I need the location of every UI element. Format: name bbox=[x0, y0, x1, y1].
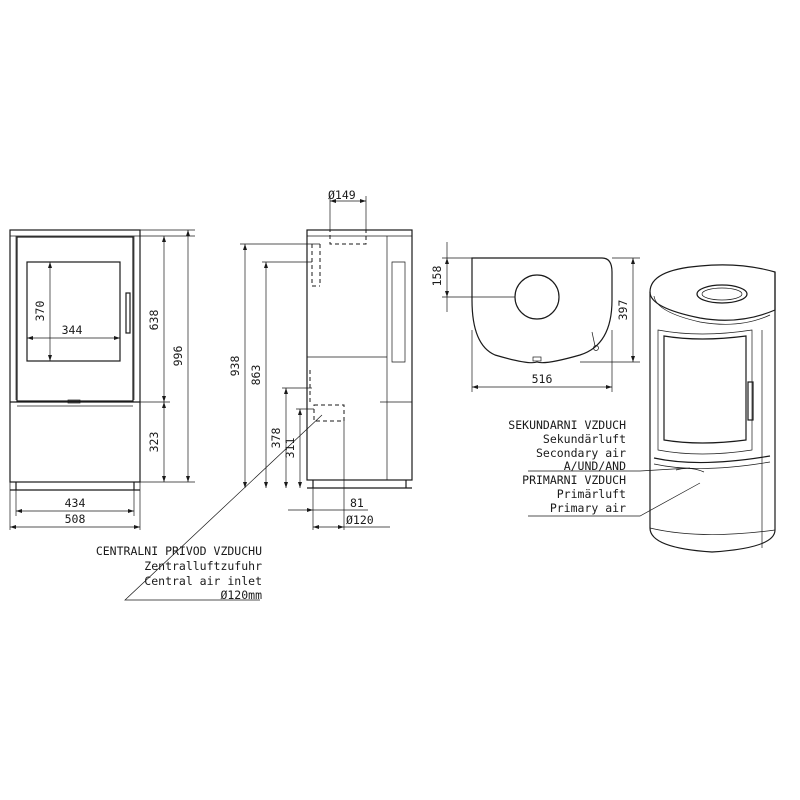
dim-glass-height: 370 bbox=[33, 301, 47, 322]
air-labels: SEKUNDARNI VZDUCH Sekundärluft Secondary… bbox=[508, 418, 626, 515]
dim-height-311: 311 bbox=[283, 438, 297, 459]
top-view: 158 397 516 bbox=[430, 242, 640, 392]
dim-height-938: 938 bbox=[228, 356, 242, 377]
air-label-line4: A/UND/AND bbox=[564, 459, 626, 473]
central-air-line3: Central air inlet bbox=[144, 574, 262, 588]
flue-outlet bbox=[329, 229, 367, 245]
air-inlet-outline bbox=[313, 404, 345, 422]
front-view: 344 370 638 323 996 434 508 bbox=[9, 229, 195, 530]
air-label-line1: SEKUNDARNI VZDUCH bbox=[508, 418, 626, 432]
dim-glass-width: 344 bbox=[62, 323, 83, 337]
air-label-line5: PRIMARNI VZDUCH bbox=[522, 473, 626, 487]
side-view: Ø149 938 863 378 311 81 bbox=[124, 188, 413, 601]
top-outline bbox=[471, 257, 613, 364]
front-door bbox=[16, 236, 134, 402]
central-air-line2: Zentralluftzufuhr bbox=[144, 559, 262, 573]
dim-inlet-diameter: Ø120 bbox=[346, 513, 374, 527]
top-flue-circle bbox=[514, 274, 560, 320]
perspective-view bbox=[528, 264, 776, 553]
dim-width-inner: 434 bbox=[65, 496, 86, 510]
central-air-line1: CENTRALNI PRIVOD VZDUCHU bbox=[96, 544, 262, 558]
side-body-outline bbox=[306, 229, 413, 481]
perspective-flue bbox=[696, 284, 748, 304]
dim-height-863: 863 bbox=[249, 365, 263, 386]
air-label-line3: Secondary air bbox=[536, 446, 626, 460]
dim-lower-height: 323 bbox=[147, 432, 161, 453]
dim-upper-height: 638 bbox=[147, 310, 161, 331]
front-glass bbox=[26, 261, 121, 362]
side-door-profile bbox=[391, 261, 406, 363]
front-body-outline bbox=[9, 229, 141, 483]
central-air-line4: Ø120mm bbox=[220, 588, 262, 602]
dim-depth: 397 bbox=[616, 300, 630, 321]
dim-flue-offset: 158 bbox=[430, 266, 444, 287]
dim-offset-81: 81 bbox=[350, 496, 364, 510]
perspective-handle bbox=[747, 381, 754, 421]
perspective-body bbox=[649, 264, 776, 553]
central-air-label: CENTRALNI PRIVOD VZDUCHU Zentralluftzufu… bbox=[96, 544, 262, 602]
air-label-line7: Primary air bbox=[550, 501, 626, 515]
air-label-line6: Primärluft bbox=[557, 487, 626, 501]
perspective-top-edge bbox=[649, 272, 776, 321]
dim-width-outer: 508 bbox=[65, 512, 86, 526]
door-handle bbox=[125, 292, 131, 334]
dim-width: 516 bbox=[532, 372, 553, 386]
perspective-glass bbox=[663, 335, 747, 444]
dim-height-378: 378 bbox=[269, 428, 283, 449]
air-label-line2: Sekundärluft bbox=[543, 432, 626, 446]
dim-flue-diameter: Ø149 bbox=[328, 188, 356, 202]
dim-total-height: 996 bbox=[171, 346, 185, 367]
